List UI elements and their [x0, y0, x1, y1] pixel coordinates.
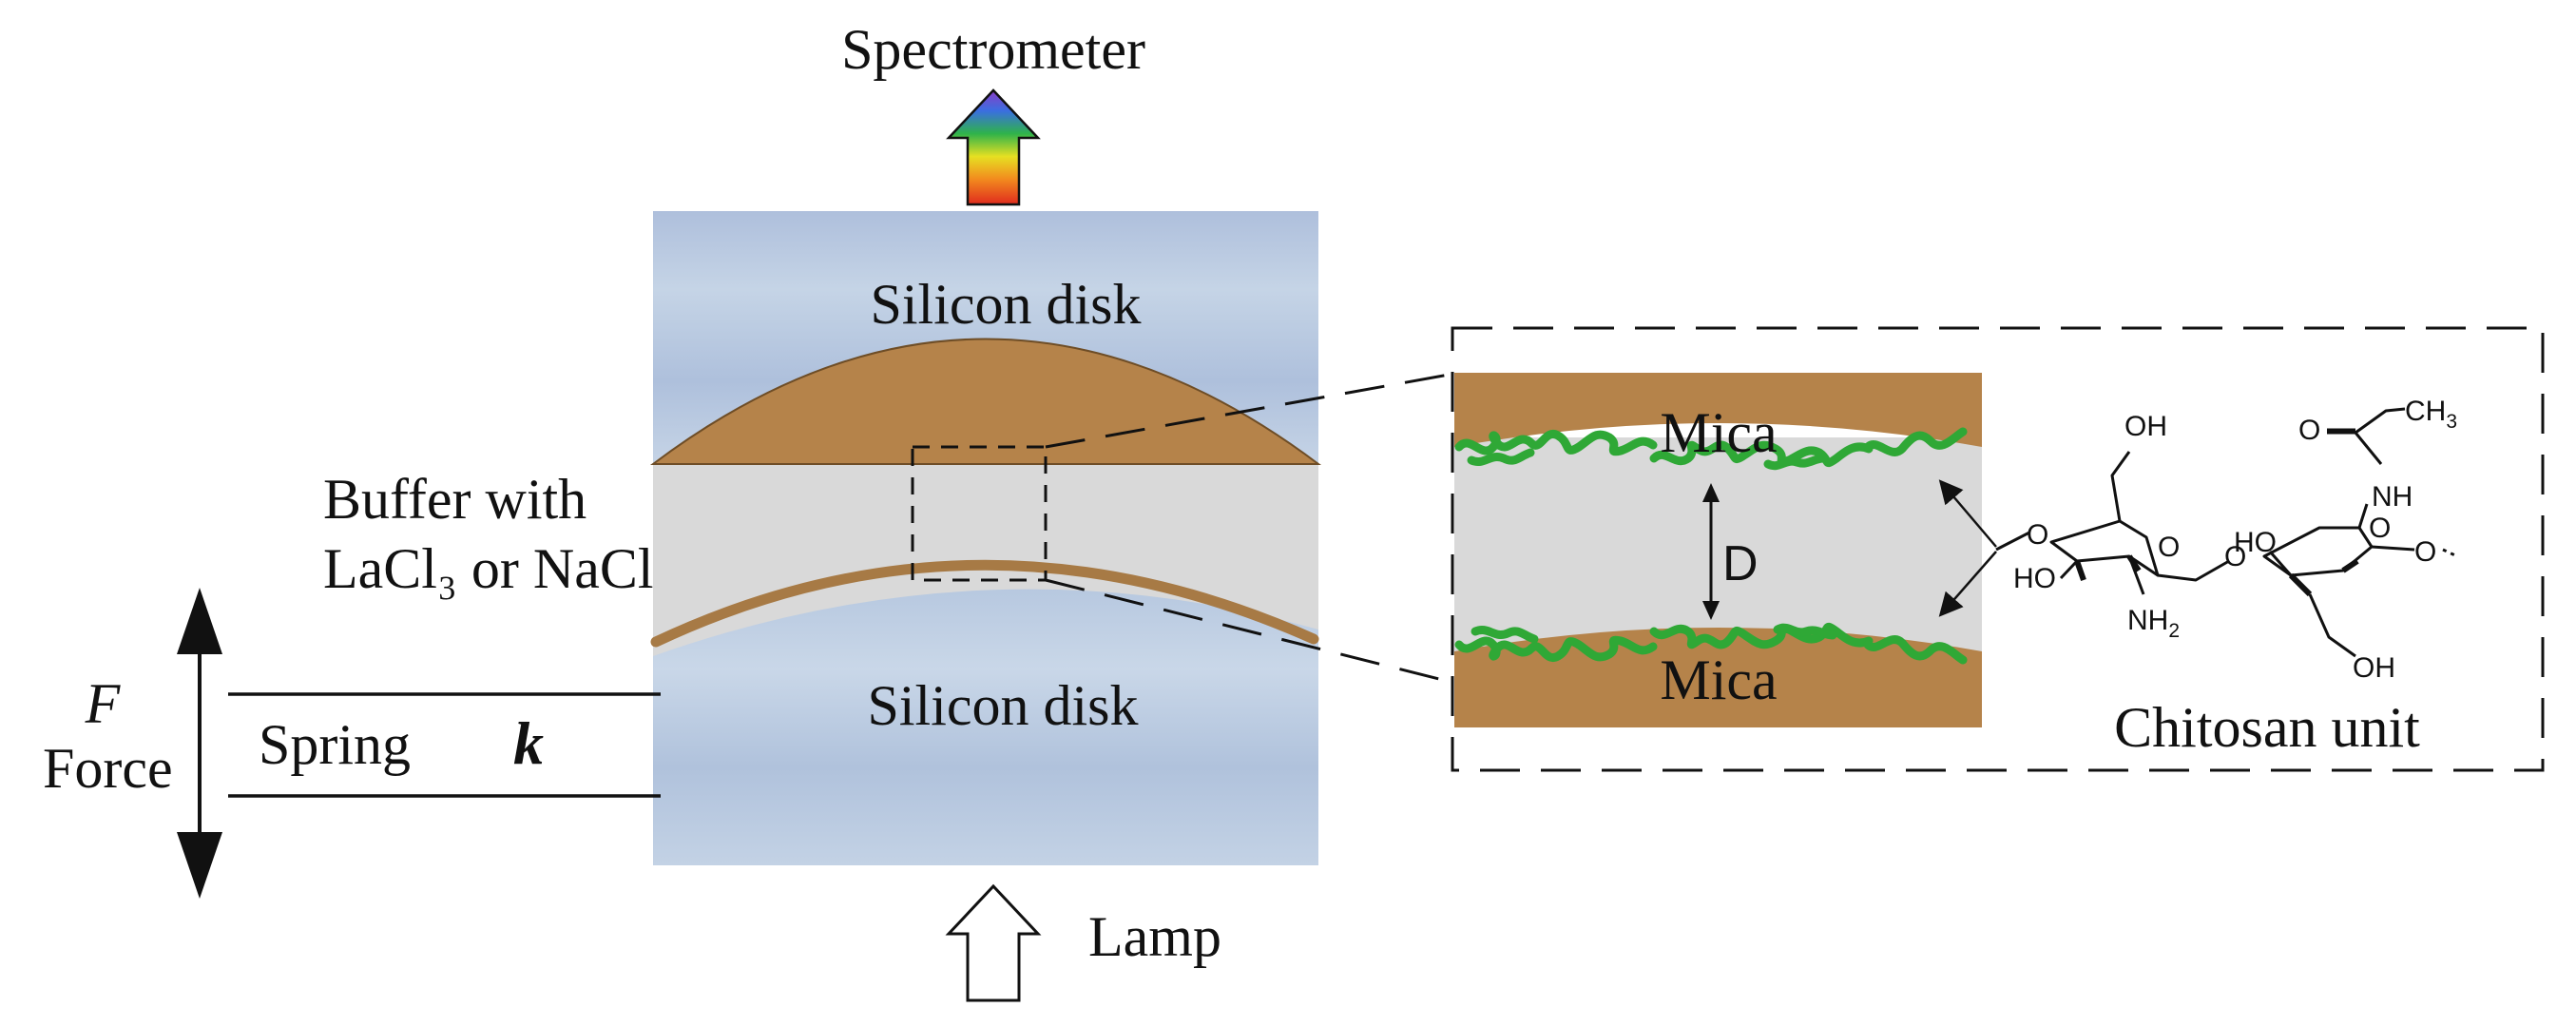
mol-ch3: CH3	[2405, 396, 2457, 433]
buffer-label-line2: LaCl₃ or NaCl	[323, 537, 654, 600]
buffer-label-line1: Buffer with	[323, 468, 586, 531]
distance-arrow-down-icon	[1702, 601, 1720, 620]
mol-o-left: O	[2027, 519, 2048, 551]
inset-buffer	[1454, 437, 1982, 651]
spectrometer-arrow-icon	[946, 88, 1041, 206]
inset-mica-top	[1454, 373, 1982, 447]
zoom-line-top	[1045, 372, 1455, 449]
mol-o-right: O	[2414, 536, 2436, 568]
mica-sheet-bottom	[650, 559, 1319, 648]
inset-frame	[1451, 326, 2545, 772]
force-symbol-label: F	[85, 672, 122, 735]
mol-nh2: NH2	[2127, 605, 2180, 642]
silicon-disk-bottom-label: Silicon disk	[867, 674, 1138, 737]
mol-ho-mid: HO	[2234, 527, 2277, 558]
force-arrow-up-icon	[177, 588, 222, 654]
force-label: Force	[43, 737, 173, 800]
mol-o-ring1: O	[2158, 532, 2180, 563]
mol-o-ring2: O	[2369, 513, 2391, 544]
chitosan-brush-bottom	[1454, 622, 1968, 665]
inset-mica-bottom-label: Mica	[1660, 649, 1777, 711]
force-arrow-down-icon	[177, 832, 222, 899]
inset-mica-top-label: Mica	[1660, 401, 1777, 464]
chitosan-structure	[1995, 407, 2458, 658]
chitosan-brush-top	[1454, 427, 1968, 471]
mol-nh: NH	[2372, 481, 2413, 513]
spring-label: Spring	[259, 713, 411, 776]
silicon-disk-top-label: Silicon disk	[870, 273, 1141, 336]
pointer-line-bottom	[1938, 551, 1997, 617]
zoom-line-bottom	[1045, 578, 1455, 685]
chitosan-unit-label: Chitosan unit	[2114, 696, 2420, 759]
distance-arrow-up-icon	[1702, 483, 1720, 502]
lamp-arrow-icon	[945, 883, 1042, 1002]
spring-constant-label: k	[513, 709, 544, 777]
mol-o-acetyl: O	[2298, 415, 2320, 446]
mol-ho-left: HO	[2013, 563, 2056, 594]
pointer-line-top	[1938, 479, 1997, 548]
mol-o-link: O	[2224, 541, 2246, 572]
zoom-selection-box	[911, 445, 1048, 582]
spectrometer-label: Spectrometer	[841, 18, 1145, 81]
distance-label: D	[1722, 536, 1759, 591]
mol-oh-bottom: OH	[2353, 652, 2395, 684]
lamp-label: Lamp	[1088, 905, 1221, 968]
mica-lens-top	[650, 338, 1321, 465]
mol-oh-top: OH	[2124, 411, 2167, 442]
